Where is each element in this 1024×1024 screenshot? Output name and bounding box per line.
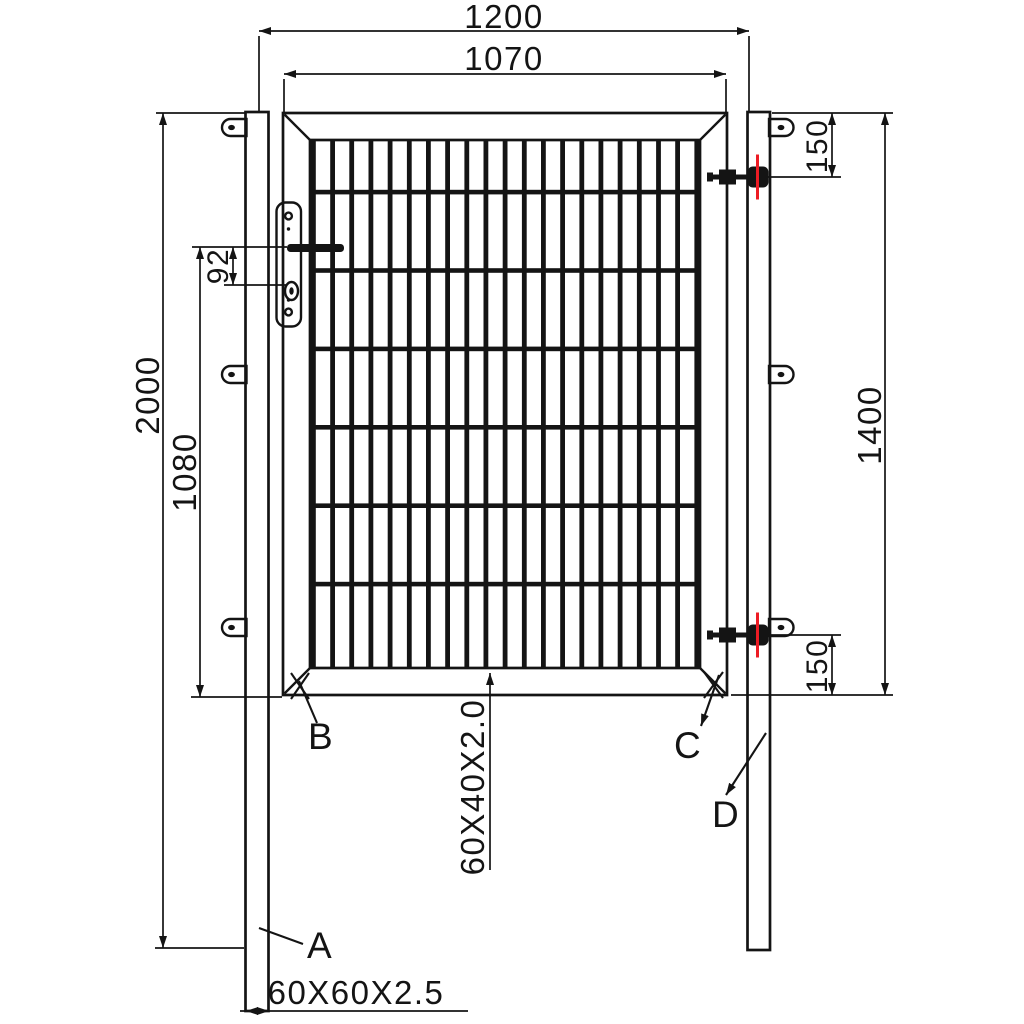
mesh-vertical-bar [426,140,431,668]
mesh-vertical-bar [694,140,700,668]
hinge-nut [719,169,736,185]
label-B: B [290,672,334,757]
lock-screw [283,211,294,221]
gate-mesh [310,140,700,668]
mounting-lug [220,364,248,385]
mesh-vertical-bar [483,140,489,668]
miter-joint [698,666,727,695]
mesh-vertical-bar [445,140,450,668]
mesh-vertical-bar [521,140,527,668]
part-label: C [674,725,702,766]
mesh-vertical-bar [560,140,565,668]
leader-line [258,927,304,945]
mounting-lug [767,364,795,385]
dimension-gate-width: 1070 [283,40,727,112]
mounting-lug [220,617,248,638]
mesh-vertical-bar [541,140,546,668]
dimension-bottom-hinge-offset: 150 [801,635,836,695]
label-D: D [712,732,767,835]
callout-gate-frame-profile: 60X40X2.0 [454,673,494,876]
dimension-value: 1080 [166,432,203,511]
mesh-vertical-bar [349,140,355,668]
mesh-horizontal-wire [310,189,700,195]
lock-screw [283,307,294,317]
mounting-lug [767,617,795,638]
mesh-horizontal-wire [310,268,700,273]
mesh-vertical-bar [368,140,374,668]
mesh-vertical-bar [675,140,680,668]
dimension-value: 150 [801,639,834,694]
dimension-lock-centers: 92 [202,247,286,286]
miter-joint [698,113,727,142]
dimension-post-height: 2000 [129,112,245,949]
hinge-bolt-tip [707,630,713,640]
profile-label: 60X60X2.5 [268,974,445,1011]
weld-mark [703,671,724,699]
hinge-bolt-tip [707,172,713,182]
miter-joint [283,113,312,142]
dimension-handle-height: 1080 [166,246,287,698]
label-C: C [674,671,724,766]
mesh-horizontal-wire [310,346,700,352]
mesh-vertical-bar [656,140,661,668]
part-label: A [307,925,333,966]
right-post [746,110,772,952]
dimension-value: 1200 [464,0,543,35]
label-A: A [258,925,333,966]
callout-post-profile: 60X60X2.5 [240,974,468,1015]
dimension-arrow-icon [246,1007,258,1015]
mesh-vertical-bar [406,140,412,668]
mesh-horizontal-wire [310,581,700,587]
mesh-vertical-bar [617,140,623,668]
mesh-vertical-bar [579,140,585,668]
top-hinge [707,154,841,200]
lock-plate [275,201,303,328]
dimension-top-hinge-offset: 150 [801,113,836,177]
fence-posts [220,110,795,1013]
leader-line [298,680,318,724]
mounting-lug [767,117,795,138]
bottom-hinge [707,612,841,658]
mesh-vertical-bar [636,140,642,668]
hinge-nut [719,627,736,643]
mesh-vertical-bar [330,140,335,668]
mesh-horizontal-wire [310,503,700,508]
leader-line [725,732,767,796]
weld-mark [290,672,310,700]
dimension-value: 2000 [129,355,166,434]
dimension-value: 92 [202,248,235,284]
lock-cylinder [283,280,300,302]
mesh-vertical-bar [387,140,393,668]
part-label: B [308,716,334,757]
dimension-arrow-icon [257,1007,269,1015]
mesh-vertical-bar [464,140,470,668]
lock-screw [286,227,291,231]
lock-assembly [275,201,344,328]
mounting-lug [220,117,248,138]
part-label: D [712,794,740,835]
mesh-vertical-bar [311,140,316,668]
dimension-value: 150 [801,119,834,174]
door-handle [287,244,344,252]
dimension-value: 1070 [464,40,543,77]
dimension-value: 1400 [851,385,888,464]
mesh-horizontal-wire [310,425,700,430]
lock-keyhole [289,287,294,295]
mesh-vertical-bar [502,140,508,668]
profile-label: 60X40X2.0 [454,699,491,876]
leader-line [700,674,720,727]
dimension-overall-width: 1200 [258,0,750,111]
mesh-vertical-bar [598,140,604,668]
miter-joint [283,666,312,695]
